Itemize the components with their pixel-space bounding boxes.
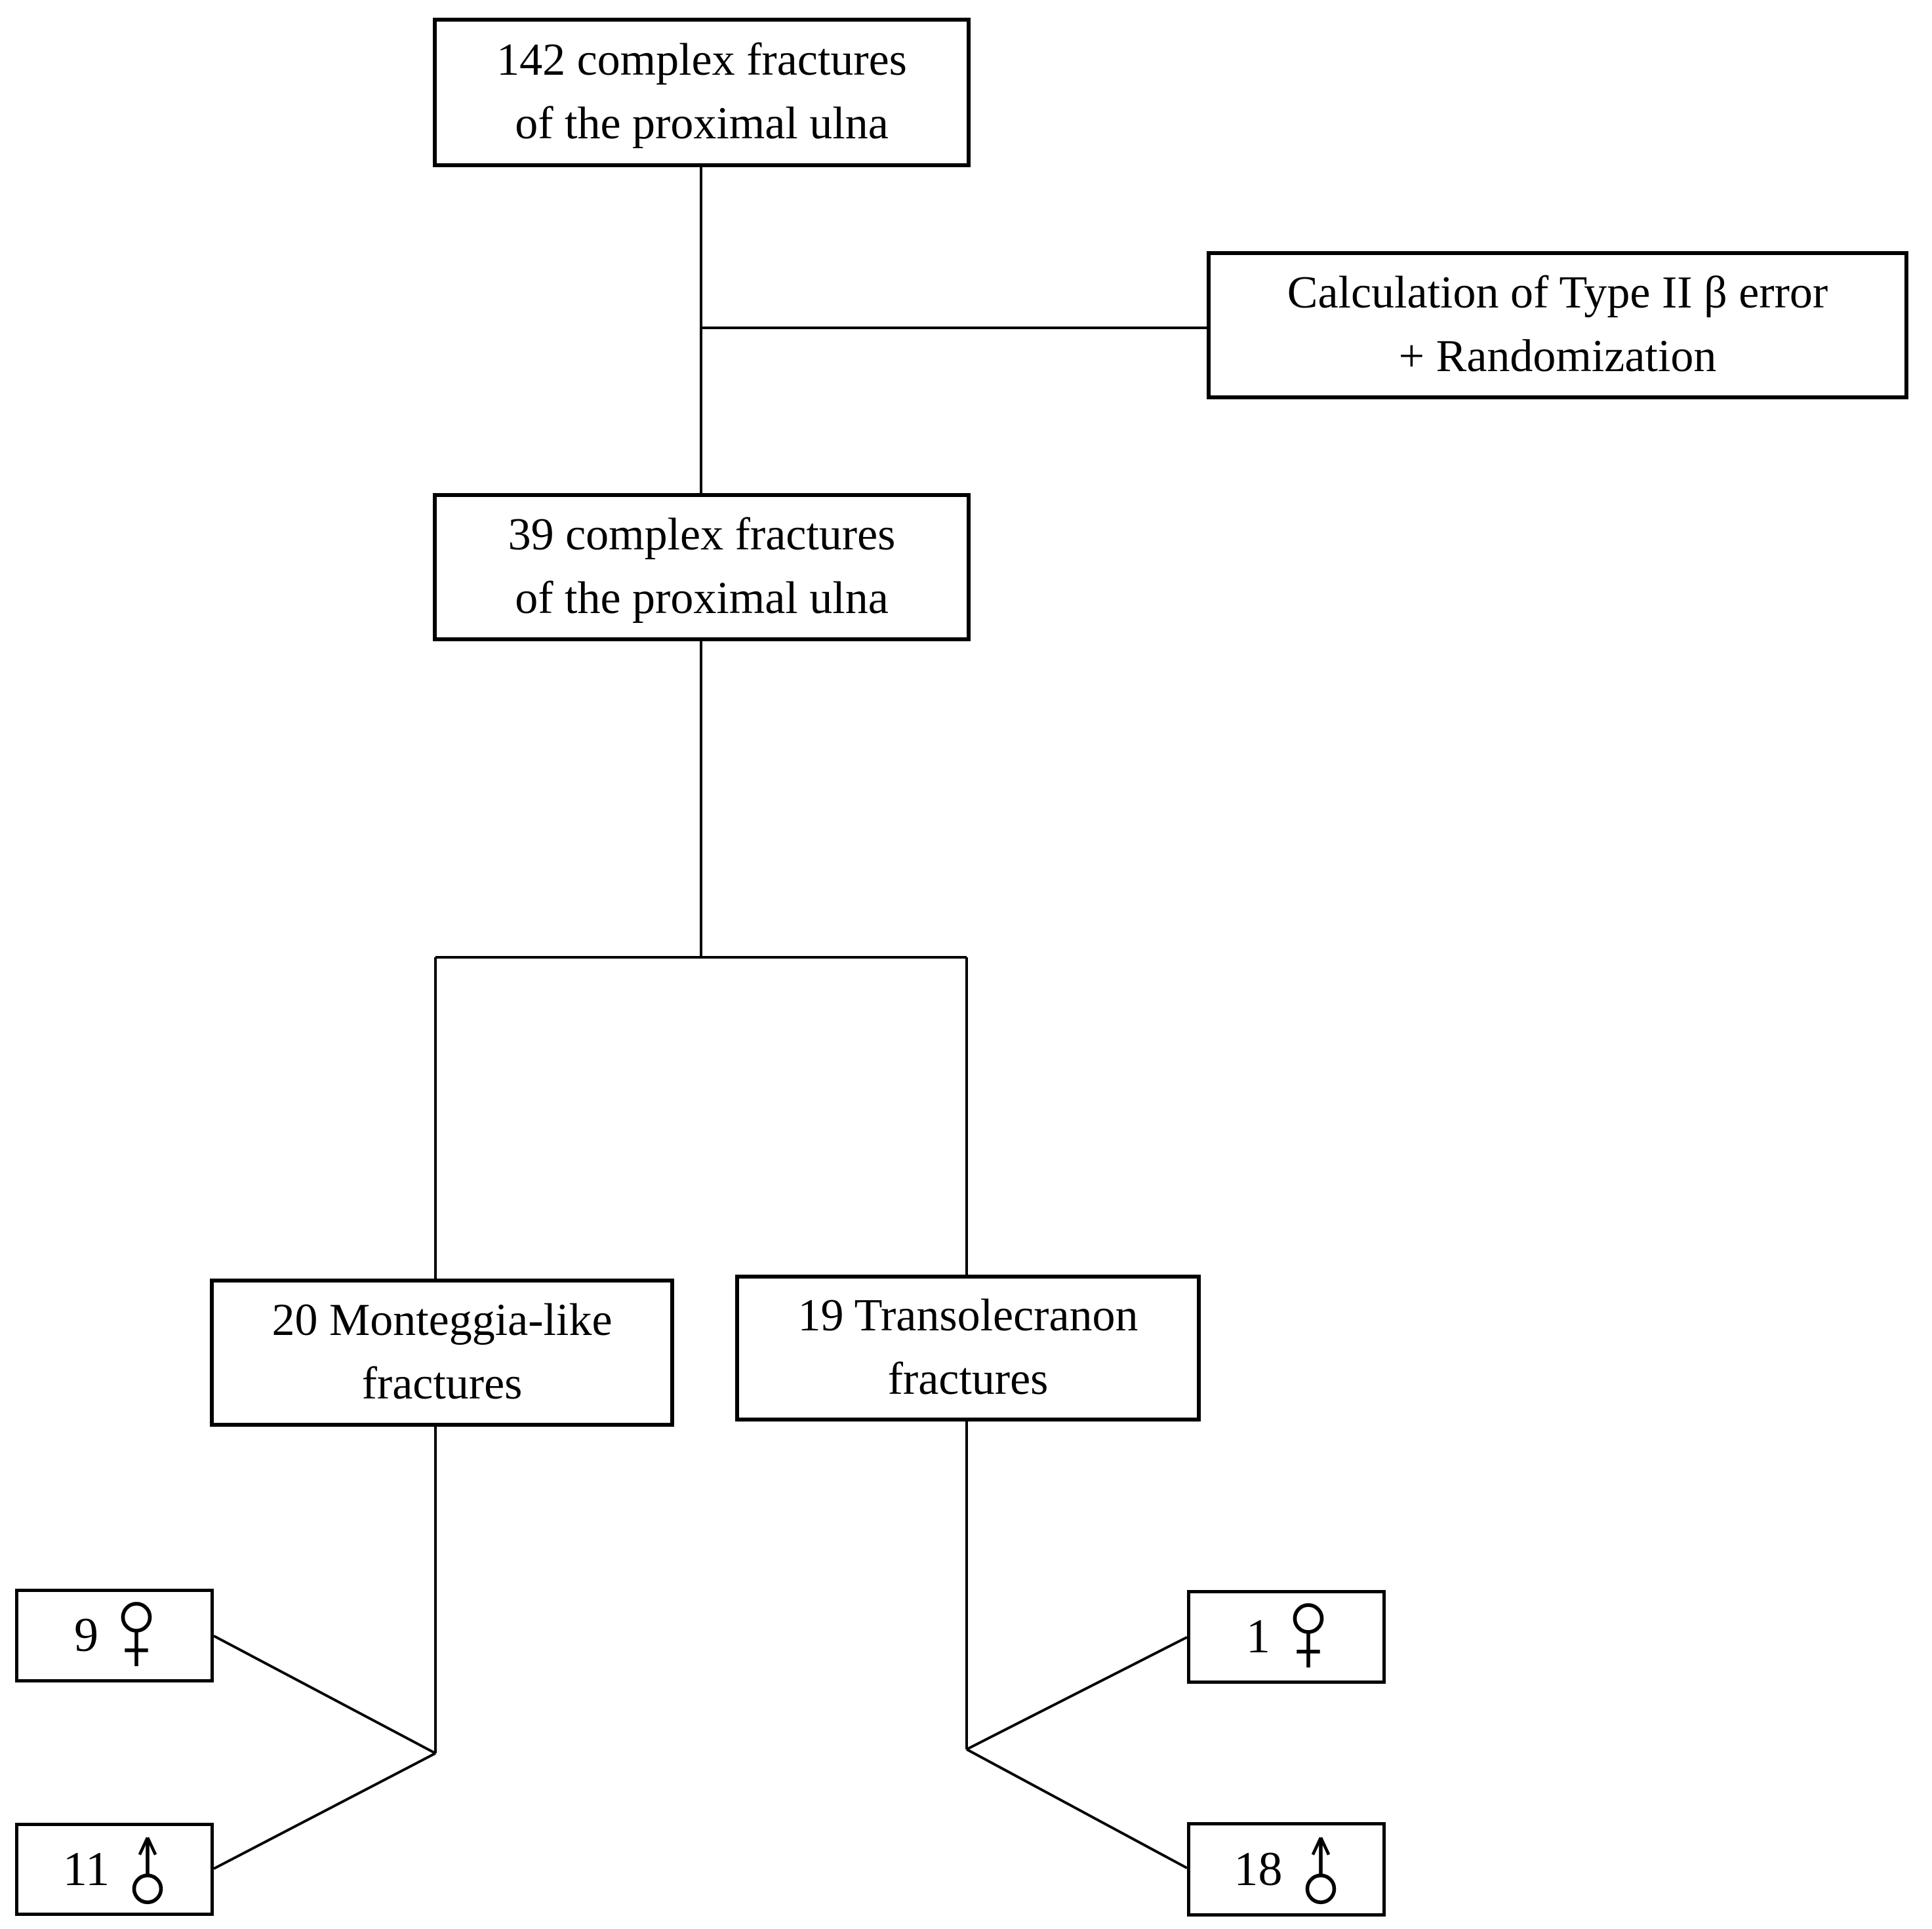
node-calculation-line1: Calculation of Type II β error — [1287, 268, 1828, 319]
male-count: 11 — [62, 1842, 110, 1896]
node-transolecranon-fractures: 19 Transolecranon fractures — [735, 1275, 1201, 1422]
node-transolecranon-line1: 19 Transolecranon — [797, 1290, 1138, 1342]
node-monteggia-line2: fractures — [361, 1359, 523, 1409]
edge-transolecranon-male-diagonal — [966, 1748, 1188, 1869]
node-total-fractures: 142 complex fractures of the proximal ul… — [433, 18, 971, 167]
node-total-line2: of the proximal ulna — [515, 98, 889, 149]
node-monteggia-line1: 20 Monteggia-like — [272, 1295, 613, 1346]
male-icon — [132, 1837, 163, 1905]
node-calculation-randomization: Calculation of Type II β error + Randomi… — [1207, 251, 1908, 399]
node-calculation-line2: + Randomization — [1398, 331, 1717, 382]
edge-transolecranon-female-diagonal — [966, 1636, 1188, 1751]
female-count: 1 — [1246, 1610, 1270, 1664]
node-monteggia-male-count: 11 — [15, 1823, 214, 1916]
node-randomized-line1: 39 complex fractures — [508, 509, 896, 561]
node-total-line1: 142 complex fractures — [496, 35, 907, 86]
node-transolecranon-line2: fractures — [887, 1354, 1049, 1404]
node-randomized-line2: of the proximal ulna — [515, 573, 889, 624]
female-icon — [121, 1602, 152, 1667]
male-count: 18 — [1234, 1842, 1283, 1896]
node-randomized-fractures: 39 complex fractures of the proximal uln… — [433, 493, 971, 641]
male-icon — [1305, 1837, 1336, 1905]
edge-monteggia-male-diagonal — [213, 1752, 436, 1870]
female-count: 9 — [74, 1608, 98, 1663]
edge-monteggia-female-diagonal — [213, 1635, 436, 1755]
female-icon — [1293, 1603, 1324, 1668]
node-monteggia-fractures: 20 Monteggia-like fractures — [210, 1279, 674, 1427]
node-transolecranon-male-count: 18 — [1187, 1822, 1386, 1917]
node-transolecranon-female-count: 1 — [1187, 1590, 1386, 1684]
node-monteggia-female-count: 9 — [15, 1589, 214, 1682]
